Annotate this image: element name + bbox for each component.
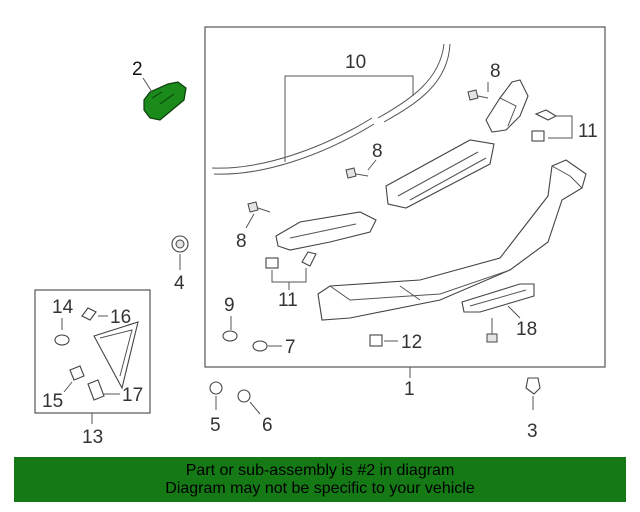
center-bracket <box>385 139 495 209</box>
callout-5[interactable]: 5 <box>210 415 221 436</box>
pad-icon <box>54 334 70 346</box>
bolt-icon <box>345 167 369 179</box>
banner-line-2: Diagram may not be specific to your vehi… <box>165 479 475 497</box>
clip-icon <box>265 257 279 269</box>
callout-4[interactable]: 4 <box>174 273 185 294</box>
callout-2[interactable]: 2 <box>132 59 143 80</box>
callout-9[interactable]: 9 <box>224 295 235 316</box>
cap-piece <box>93 321 139 390</box>
washer-icon <box>252 340 268 352</box>
callout-11a[interactable]: 11 <box>578 121 598 142</box>
spoiler-body <box>317 159 587 321</box>
clip-icon <box>81 307 97 321</box>
bolt-icon <box>486 318 498 343</box>
callout-10[interactable]: 10 <box>345 52 366 73</box>
clip-icon <box>525 377 541 395</box>
pad-icon <box>369 334 383 347</box>
lower-bracket <box>461 283 535 313</box>
part-2-highlighted[interactable] <box>143 81 187 121</box>
clip-icon <box>69 365 85 381</box>
left-bracket <box>275 211 377 251</box>
bolt-icon <box>247 201 271 213</box>
callout-15[interactable]: 15 <box>42 391 63 412</box>
fitment-banner: Part or sub-assembly is #2 in diagram Di… <box>14 457 626 502</box>
callout-8c[interactable]: 8 <box>236 231 247 252</box>
assembly-frame <box>204 26 606 368</box>
callout-16[interactable]: 16 <box>110 307 131 328</box>
grommet-icon <box>222 330 238 342</box>
clip-icon <box>301 251 317 267</box>
callout-6[interactable]: 6 <box>262 415 273 436</box>
callout-12[interactable]: 12 <box>401 332 422 353</box>
bolt-icon <box>467 89 489 101</box>
callout-18[interactable]: 18 <box>516 319 537 340</box>
banner-line-1: Part or sub-assembly is #2 in diagram <box>185 461 455 479</box>
clip-icon <box>534 109 558 121</box>
nut-icon <box>237 389 251 403</box>
callout-11b[interactable]: 11 <box>278 290 298 311</box>
callout-17[interactable]: 17 <box>122 385 143 406</box>
clip-icon <box>531 130 545 142</box>
callout-8b[interactable]: 8 <box>372 141 383 162</box>
callout-3[interactable]: 3 <box>527 421 538 442</box>
callout-1[interactable]: 1 <box>404 379 415 400</box>
clip-icon <box>87 379 105 401</box>
part-10-molding <box>211 43 451 175</box>
callout-8a[interactable]: 8 <box>490 61 501 82</box>
nut-icon <box>209 381 223 395</box>
callout-7[interactable]: 7 <box>285 337 296 358</box>
callout-14[interactable]: 14 <box>52 297 74 318</box>
callout-13[interactable]: 13 <box>82 427 103 448</box>
upper-bracket <box>485 79 529 133</box>
